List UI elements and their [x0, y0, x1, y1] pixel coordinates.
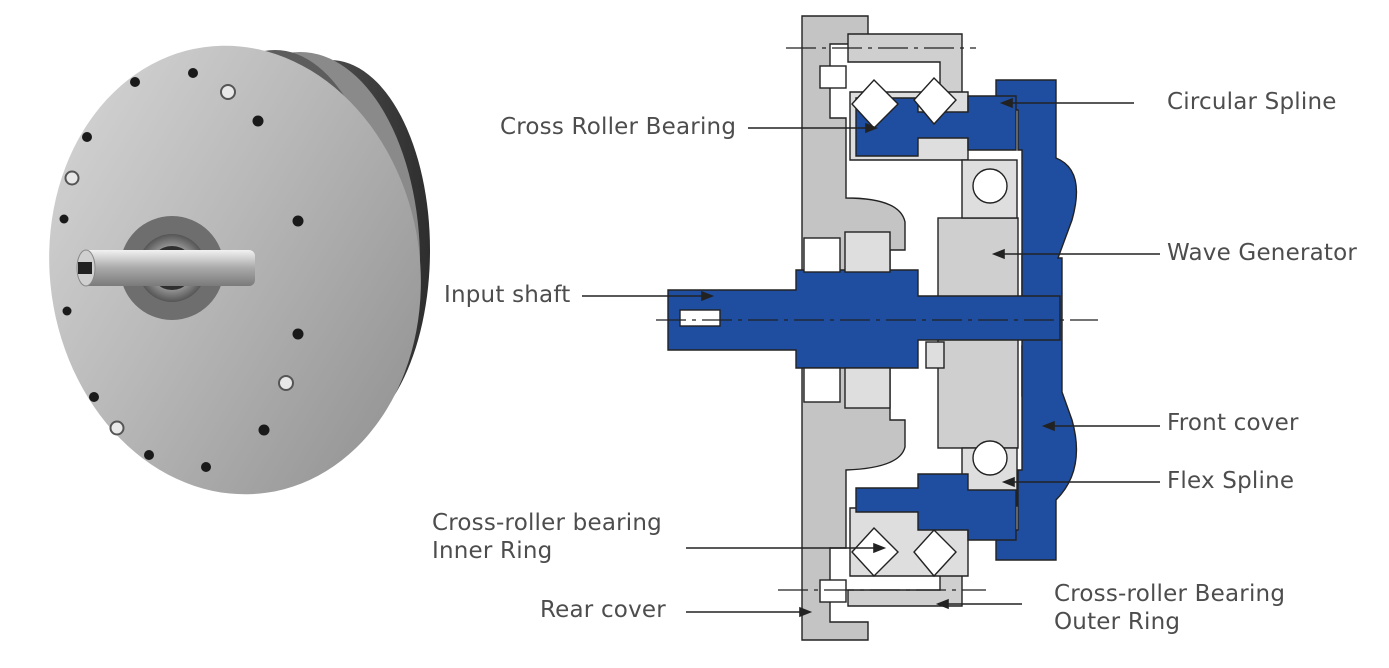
label-input-shaft: Input shaft — [444, 282, 571, 308]
flex-spline-bottom — [855, 473, 1017, 541]
label-inner-ring-line1: Cross-roller bearing — [432, 510, 662, 536]
label-front-cover: Front cover — [1167, 410, 1299, 436]
label-flex-spline: Flex Spline — [1167, 468, 1295, 494]
shaft-render — [80, 250, 255, 286]
input-shaft — [667, 269, 1061, 369]
label-circular-spline: Circular Spline — [1167, 89, 1337, 115]
label-outer-ring-line1: Cross-roller Bearing — [1054, 581, 1286, 607]
label-cross-roller-bearing: Cross Roller Bearing — [500, 114, 737, 140]
label-outer-ring-line2: Outer Ring — [1054, 609, 1181, 635]
flex-spline-top — [855, 95, 1017, 157]
leader-lines — [582, 97, 1160, 618]
label-inner-ring-line2: Inner Ring — [432, 538, 553, 564]
label-rear-cover: Rear cover — [540, 597, 666, 623]
bolt-holes — [59, 68, 304, 472]
label-wave-generator: Wave Generator — [1167, 240, 1358, 266]
